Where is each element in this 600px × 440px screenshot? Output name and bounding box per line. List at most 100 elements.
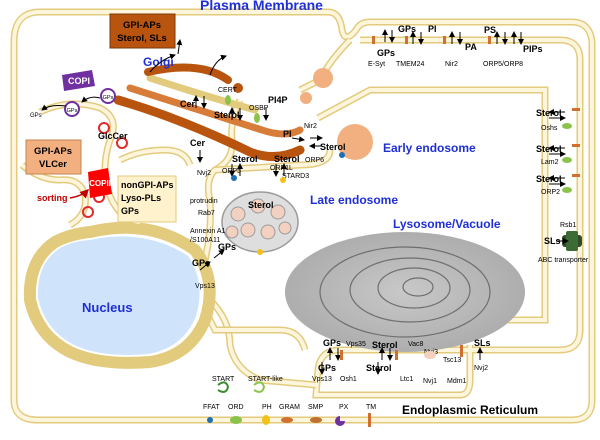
box-line: GPI-APs <box>34 146 72 157</box>
protein-label: Mdm1 <box>447 378 467 385</box>
protein-label: Vps13 <box>312 376 332 383</box>
protein-label: protrudin <box>190 198 218 205</box>
protein-label: STARD3 <box>282 173 309 180</box>
box-line: Lyso-PLs <box>121 193 161 203</box>
copi-vesicle <box>100 88 116 104</box>
protein-label: Nir2 <box>445 61 458 68</box>
lipid-label: PA <box>465 42 477 52</box>
copi-vesicle <box>64 101 80 117</box>
protein-label: Nvj2 <box>474 365 488 372</box>
protein-label: Nir2 <box>304 123 317 130</box>
golgi-stack <box>105 63 305 161</box>
lysosome-label: Lysosome/Vacuole <box>393 217 501 231</box>
ffat-icon <box>207 417 213 423</box>
box-gpi-vlcer: GPI-APs VLCer <box>25 139 82 175</box>
copi-badge-label: COPI <box>68 76 90 86</box>
smp-icon <box>310 417 322 423</box>
legend-start: START <box>212 376 235 383</box>
box-line: nonGPI-APs <box>121 180 174 190</box>
protein-label: Osh1 <box>340 376 357 383</box>
copii-badge: COPII <box>88 168 112 198</box>
box-line: VLCer <box>39 159 67 170</box>
er-label: Endoplasmic Reticulum <box>402 403 538 417</box>
protein-label: Rsb1 <box>560 222 576 229</box>
legend: START START-like FFAT ORD PH GRAM SMP PX… <box>203 376 376 427</box>
protein-label: Nvj1 <box>423 378 437 385</box>
vesicle <box>300 92 312 104</box>
protein-label: Vps35 <box>346 341 366 348</box>
legend-start-like: START-like <box>248 376 283 383</box>
lipid-label: Cer <box>190 138 206 148</box>
golgi-contact-labels: CERT OSBP Cer Sterol PI4P PI Nir2 <box>180 87 317 139</box>
lipid-label: Sterol <box>536 174 562 184</box>
lipid-label: PI <box>428 24 437 34</box>
lipid-label: GPs <box>323 338 341 348</box>
sorting-arrow <box>69 188 90 199</box>
gram-icon <box>281 417 293 423</box>
px-icon <box>335 416 345 426</box>
lipid-label: GPs <box>318 363 336 373</box>
protein-label: OSBP <box>249 105 269 112</box>
copi-vesicle-label: GPs <box>67 108 78 114</box>
legend-ffat: FFAT <box>203 404 220 411</box>
protein-label: E-Syt <box>368 61 385 68</box>
early-endosome-label: Early endosome <box>383 141 476 155</box>
glccer-label: GlcCer <box>98 131 128 141</box>
protein-label: Rab7 <box>198 210 215 217</box>
nucleus-label: Nucleus <box>82 300 133 315</box>
legend-gram: GRAM <box>279 404 300 411</box>
protein-label: ORP5/ORP8 <box>483 61 523 68</box>
start-like-icon <box>253 381 266 393</box>
protein-label: CERT <box>218 87 238 94</box>
tethers <box>225 36 580 360</box>
protein-label: Tsc13 <box>443 357 461 364</box>
legend-smp: SMP <box>308 404 324 411</box>
lipid-label: Sterol <box>536 108 562 118</box>
lysosome-vacuole <box>285 232 525 352</box>
lipid-label: Sterol <box>232 154 258 164</box>
late-endosome <box>221 191 299 253</box>
nucleus <box>23 221 216 369</box>
protein-label: Annexin A1 <box>190 228 226 235</box>
lipid-label: GPs <box>218 242 236 252</box>
box-gpi-sterol: GPI-APs Sterol, SLs <box>109 13 176 49</box>
lipid-label: SLs <box>544 236 561 246</box>
ord-icon <box>230 416 242 424</box>
lipid-label: PI4P <box>268 95 288 105</box>
lipid-label: GPs <box>192 258 210 268</box>
box-line: GPs <box>121 206 139 216</box>
protein-label: Lam2 <box>541 159 559 166</box>
lipid-label: Sterol <box>248 200 274 210</box>
golgi-arrows <box>41 39 227 111</box>
protein-label: Ltc1 <box>400 376 413 383</box>
box-line: GPI-APs <box>123 20 161 31</box>
start-icon <box>217 381 230 393</box>
protein-label: ORP1L <box>270 165 293 172</box>
lipid-label: GPs <box>377 48 395 58</box>
plasma-membrane <box>10 8 596 424</box>
lipid-label: Sterol <box>274 154 300 164</box>
sorting-label: sorting <box>37 193 68 203</box>
lipid-label: Sterol <box>366 363 392 373</box>
lipid-label: Sterol <box>536 144 562 154</box>
legend-ord: ORD <box>228 404 244 411</box>
ph-icon <box>262 415 270 425</box>
legend-tm: TM <box>366 404 376 411</box>
early-endosome <box>337 124 373 160</box>
legend-px: PX <box>339 404 349 411</box>
lipid-label: SLs <box>474 338 491 348</box>
protein-label: Vps13 <box>195 283 215 290</box>
lipid-label: Sterol <box>372 340 398 350</box>
lipid-label: GPs <box>398 24 416 34</box>
transfer-arrows <box>193 29 569 375</box>
pm-contact-labels: GPs GPs PI PA PS PIPs E-Syt TMEM24 Nir2 … <box>368 24 543 68</box>
lipid-label: Sterol <box>320 142 346 152</box>
page-title: Plasma Membrane <box>200 0 323 13</box>
late-endosome-label: Late endosome <box>310 193 398 207</box>
lipid-label: PIPs <box>523 44 543 54</box>
lipid-label: Cer <box>180 99 196 109</box>
copi-badge: COPI <box>62 70 95 91</box>
box-nongpi: nonGPI-APs Lyso-PLs GPs <box>117 175 177 223</box>
lipid-label: PS <box>484 25 496 35</box>
